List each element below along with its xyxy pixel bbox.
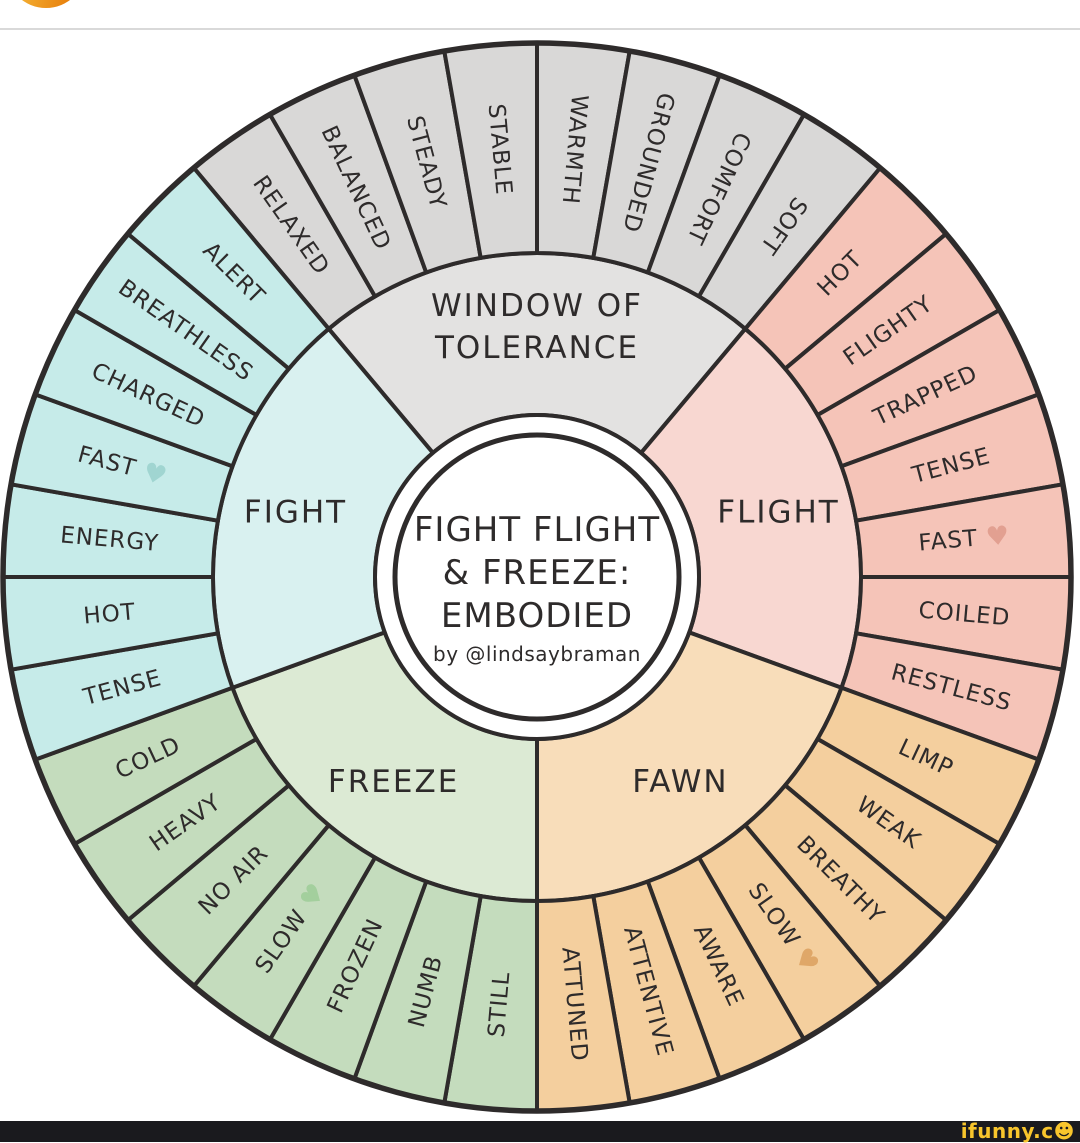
wheel-outer-rim: [0, 40, 1074, 1114]
ifunny-watermark: ifunny.c☻: [961, 1121, 1080, 1142]
center-title-line2: & FREEZE:: [443, 553, 632, 593]
top-divider: [0, 28, 1080, 30]
heart-icon: ♥: [985, 521, 1012, 553]
sector-title-window-line1: WINDOW OF: [431, 288, 643, 324]
sector-title-window-line2: TOLERANCE: [434, 330, 639, 366]
smiley-icon: ☻: [1053, 1119, 1075, 1143]
center-title-line1: FIGHT FLIGHT: [414, 510, 660, 550]
center-title-line3: EMBODIED: [441, 596, 633, 636]
watermark-bar: ifunny.c☻: [0, 1121, 1080, 1142]
segment-label-fight-hot: HOT: [82, 599, 137, 629]
sector-title-flight: FLIGHT: [717, 494, 840, 530]
center-credit: by @lindsaybraman: [433, 642, 641, 666]
center-circle-inner: [392, 432, 682, 722]
sector-title-fawn: FAWN: [632, 764, 728, 800]
sector-title-fight: FIGHT: [244, 494, 347, 530]
ifunny-watermark-text: ifunny.c: [960, 1119, 1054, 1143]
segment-label-freeze-still: STILL: [484, 970, 516, 1038]
sector-title-freeze: FREEZE: [328, 764, 459, 800]
segment-label-flight-fast: FAST♥: [917, 521, 1011, 559]
sun-logo: [6, 0, 86, 8]
